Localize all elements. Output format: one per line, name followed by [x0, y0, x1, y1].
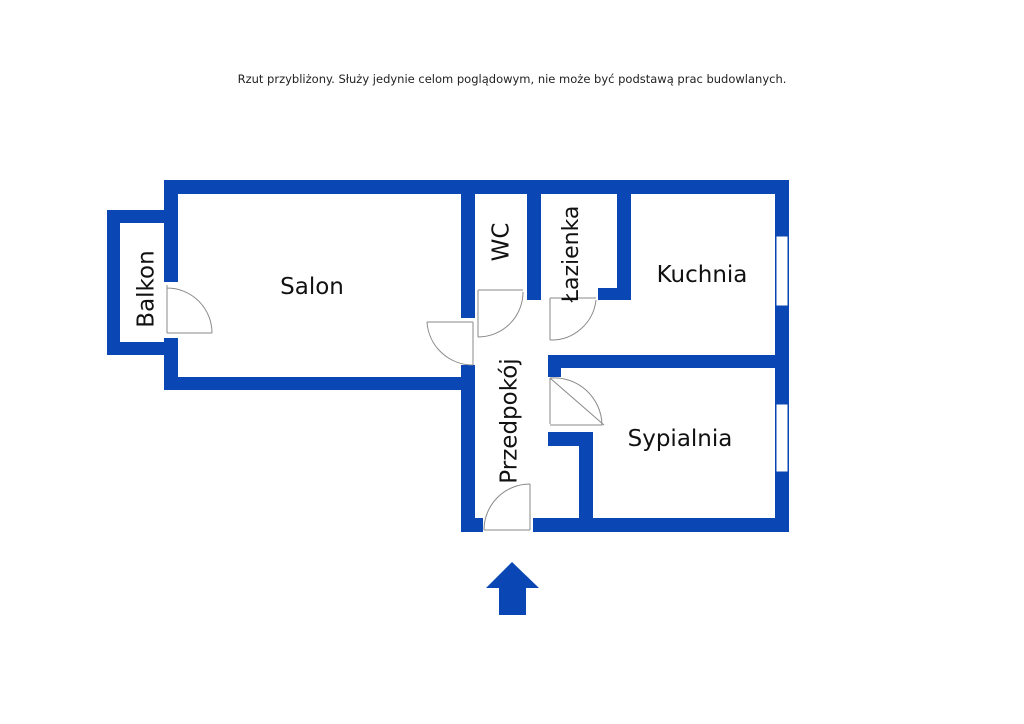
- room-label-bathroom: Łazienka: [559, 206, 584, 304]
- wall-wc-bath: [527, 180, 541, 300]
- wall-hall-left: [461, 365, 475, 532]
- room-label-living-room: Salon: [280, 274, 344, 300]
- door-wc: [477, 289, 524, 338]
- wall-bath-corner: [598, 288, 631, 300]
- room-label-balcony: Balkon: [134, 250, 160, 327]
- wall-bath-right: [617, 180, 631, 300]
- wall-balcony-top: [107, 210, 178, 223]
- room-label-kitchen: Kuchnia: [657, 262, 748, 288]
- wall-balcony-left: [107, 210, 120, 355]
- wall-bottom-left: [461, 518, 483, 532]
- walls: [107, 180, 789, 532]
- door-salon: [426, 321, 474, 366]
- room-label-wc: WC: [489, 223, 515, 262]
- door-bathroom: [549, 297, 597, 341]
- wall-bottom-right: [533, 518, 789, 532]
- up-arrow-icon: [486, 562, 539, 615]
- windows: [775, 235, 789, 473]
- wall-hall-right-upper: [548, 355, 561, 377]
- window-kitchen: [775, 235, 789, 307]
- room-label-hall: Przedpokój: [497, 358, 523, 483]
- door-entrance: [483, 483, 531, 531]
- doors: [166, 285, 605, 531]
- window-bedroom: [775, 403, 789, 473]
- wall-top: [164, 180, 789, 194]
- wall-kitchen-bedroom: [548, 355, 789, 368]
- wall-bedroom-left: [579, 432, 593, 532]
- disclaimer-text: Rzut przybliżony. Służy jedynie celom po…: [237, 72, 787, 86]
- door-balcony: [166, 285, 213, 334]
- door-bedroom: [549, 377, 605, 426]
- wall-salon-bottom: [164, 377, 463, 390]
- wall-salon-left-upper: [164, 180, 178, 282]
- wall-salon-wc: [461, 180, 475, 318]
- wall-balcony-bottom: [107, 342, 178, 355]
- room-label-bedroom: Sypialnia: [628, 426, 733, 452]
